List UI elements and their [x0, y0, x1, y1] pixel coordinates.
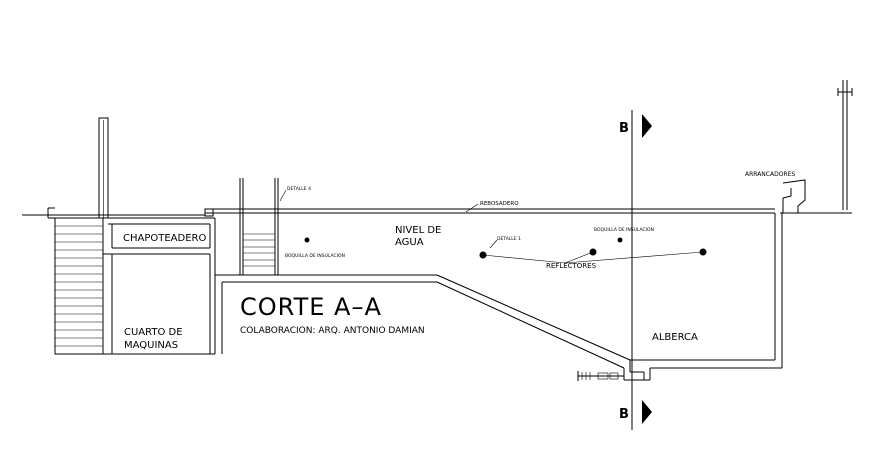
label-detalle-1: DETALLE 1	[497, 236, 521, 242]
label-arrancadores: ARRANCADORES	[745, 171, 795, 178]
collaboration-credit: COLABORACION: ARQ. ANTONIO DAMIAN	[240, 326, 425, 336]
label-alberca: ALBERCA	[652, 332, 698, 343]
label-detalle-4: DETALLE 4	[287, 186, 311, 192]
section-mark-bottom: B	[619, 407, 629, 422]
label-boquilla-right: BOQUILLA DE INSULACION	[594, 227, 654, 233]
reflectors	[304, 237, 707, 264]
label-cuarto-line2: MAQUINAS	[124, 340, 178, 351]
label-nivel-line2: AGUA	[395, 237, 424, 248]
stair-block	[47, 207, 104, 355]
section-cut-b	[631, 110, 652, 430]
nozzle-left-icon	[304, 237, 310, 243]
section-title: CORTE A–A	[240, 293, 382, 321]
drain-detail	[577, 371, 624, 381]
starting-block	[782, 179, 806, 213]
label-chapoteadero: CHAPOTEADERO	[123, 233, 206, 244]
leader-lines	[279, 189, 498, 249]
wading-pool-structure	[103, 217, 216, 355]
section-mark-top: B	[619, 121, 629, 136]
pool-walls	[204, 208, 783, 381]
pool-ladder	[239, 178, 279, 275]
vent-pipe-right	[837, 80, 853, 210]
label-rebosadero: REBOSADERO	[480, 201, 519, 207]
label-nivel-line1: NIVEL DE	[395, 225, 441, 236]
label-cuarto-line1: CUARTO DE	[124, 327, 183, 338]
label-boquilla-left: BOQUILLA DE INSULACION	[285, 253, 345, 259]
nozzle-right-icon	[617, 237, 623, 243]
ground-line	[22, 212, 852, 216]
vent-pipe-left	[98, 117, 109, 219]
label-reflectores: REFLECTORES	[546, 262, 597, 270]
